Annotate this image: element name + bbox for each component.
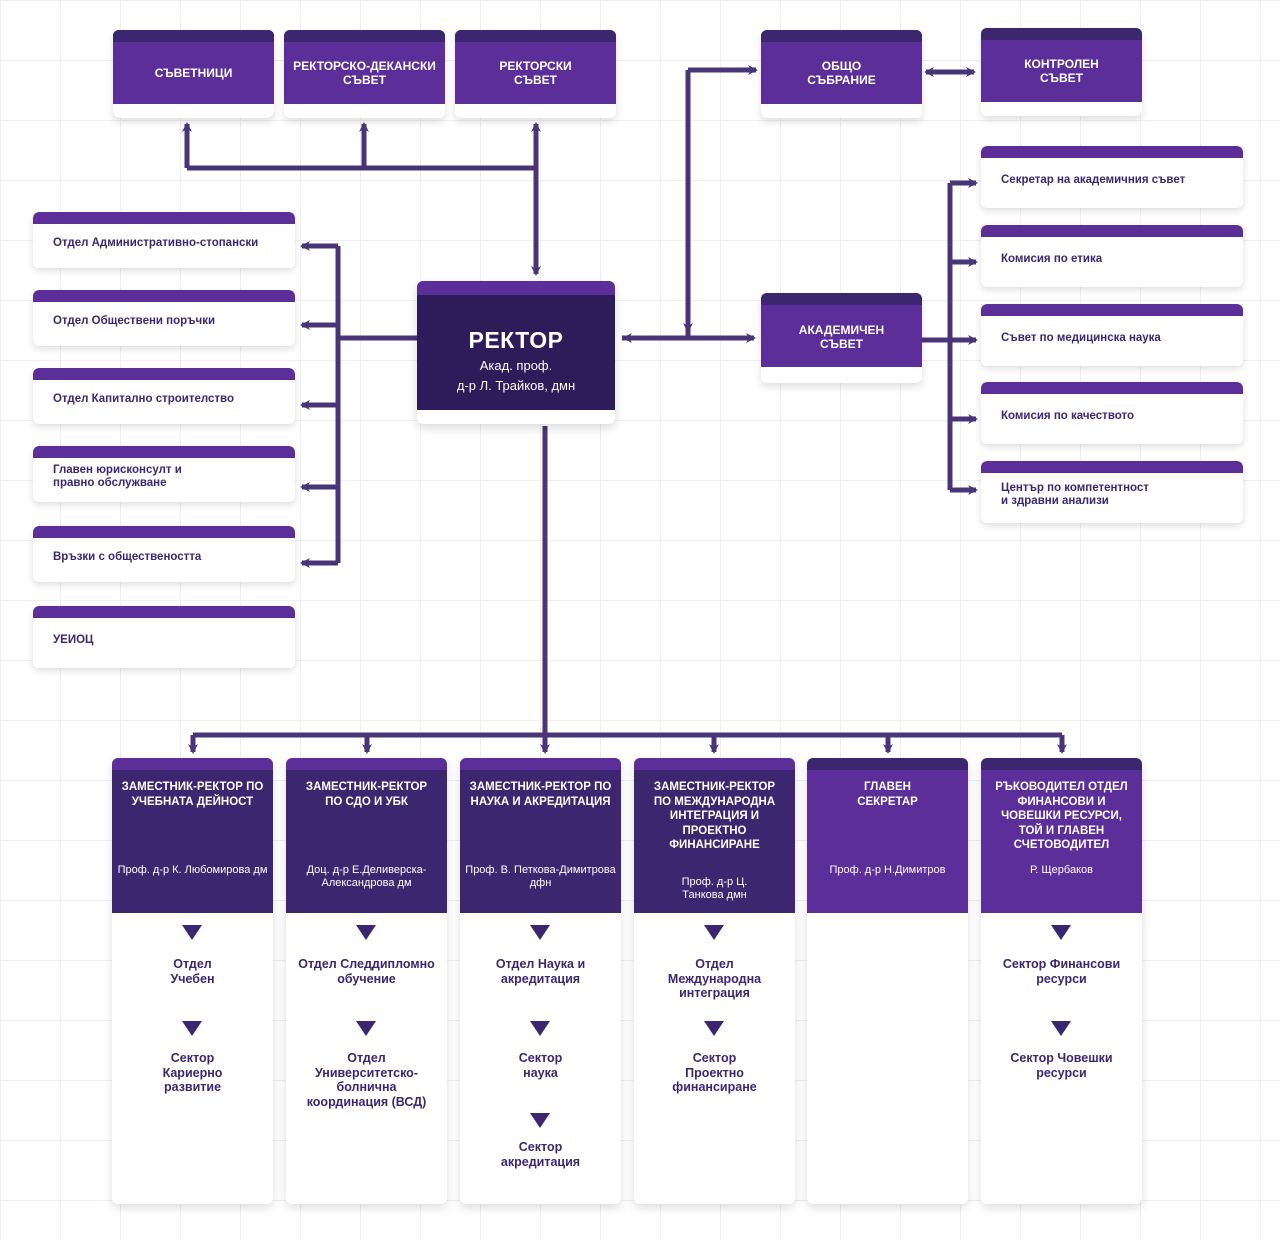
column-4-item-2: Сектор Проектно финансиране	[672, 1051, 757, 1094]
column-4-person: Проф. д-р Ц. Танкова дмн	[681, 876, 748, 901]
right-unit-1-label: Секретар на академичния съвет	[1001, 173, 1186, 186]
rector-council-box[interactable]: РЕКТОРСКИ СЪВЕТ	[455, 30, 616, 118]
column-3-item-3: Сектор акредитация	[500, 1140, 581, 1169]
left-dept-5-label: Връзки с обществеността	[53, 550, 202, 563]
column-3-title: ЗАМЕСТНИК-РЕКТОР ПО НАУКА И АКРЕДИТАЦИЯ	[469, 781, 612, 808]
advisors-label: СЪВЕТНИЦИ	[154, 66, 233, 80]
right-unit-3-label: Съвет по медицинска наука	[1001, 331, 1161, 344]
general-assembly-label: ОБЩО СЪБРАНИЕ	[807, 59, 876, 87]
column-6-title: РЪКОВОДИТЕЛ ОТДЕЛ ФИНАНСОВИ И ЧОВЕШКИ РЕ…	[995, 781, 1128, 851]
rector-line1: Акад. проф.	[479, 358, 553, 373]
column-3-person: Проф. В. Петкова-Димитрова дфн	[465, 864, 616, 889]
control-council-box[interactable]: КОНТРОЛЕН СЪВЕТ	[981, 28, 1142, 116]
column-vice-rector-international[interactable]: ЗАМЕСТНИК-РЕКТОР ПО МЕЖДУНАРОДНА ИНТЕГРА…	[634, 758, 795, 1204]
arrow-down-icon	[704, 1021, 724, 1036]
left-dept-1[interactable]: Отдел Административно-стопански	[33, 212, 295, 268]
left-dept-4[interactable]: Главен юрисконсулт и правно обслужване	[33, 446, 295, 502]
column-1-title: ЗАМЕСТНИК-РЕКТОР ПО УЧЕБНАТА ДЕЙНОСТ	[121, 781, 264, 808]
right-unit-2[interactable]: Комисия по етика	[981, 225, 1243, 287]
right-unit-4[interactable]: Комисия по качеството	[981, 382, 1243, 444]
column-2-item-1: Отдел Следдипломно обучение	[298, 957, 435, 986]
left-dept-2-label: Отдел Обществени поръчки	[53, 314, 216, 327]
left-dept-2[interactable]: Отдел Обществени поръчки	[33, 290, 295, 346]
left-dept-4-label: Главен юрисконсулт и правно обслужване	[53, 464, 182, 489]
arrow-down-icon	[530, 1021, 550, 1036]
column-5-person: Проф. д-р Н.Димитров	[829, 864, 946, 876]
column-2-title: ЗАМЕСТНИК-РЕКТОР ПО СДО И УБК	[305, 781, 428, 808]
general-assembly-box[interactable]: ОБЩО СЪБРАНИЕ	[761, 30, 922, 118]
column-2-item-2: Отдел Университетско-болнична координаци…	[306, 1051, 427, 1109]
column-3-item-1: Отдел Наука и акредитация	[495, 957, 586, 986]
arrow-down-icon	[530, 1113, 550, 1128]
left-dept-6[interactable]: УЕИОЦ	[33, 606, 295, 668]
column-chief-secretary[interactable]: ГЛАВЕН СЕКРЕТАР Проф. д-р Н.Димитров	[807, 758, 968, 1204]
column-1-person: Проф. д-р К. Любомирова дм	[117, 864, 268, 876]
right-unit-1[interactable]: Секретар на академичния съвет	[981, 146, 1243, 208]
left-dept-1-label: Отдел Административно-стопански	[53, 236, 259, 249]
right-unit-2-label: Комисия по етика	[1001, 252, 1103, 265]
column-1-item-1: Отдел Учебен	[170, 957, 215, 986]
rector-dean-council-label: РЕКТОРСКО-ДЕКАНСКИ СЪВЕТ	[293, 59, 436, 87]
arrow-down-icon	[704, 925, 724, 940]
arrow-down-icon	[182, 1021, 202, 1036]
rector-dean-council-box[interactable]: РЕКТОРСКО-ДЕКАНСКИ СЪВЕТ	[284, 30, 445, 118]
advisors-box[interactable]: СЪВЕТНИЦИ	[113, 30, 274, 118]
left-dept-3-label: Отдел Капитално строителство	[53, 392, 234, 405]
rector-box[interactable]: РЕКТОР Акад. проф. д-р Л. Трайков, дмн	[417, 281, 615, 424]
rector-title: РЕКТОР	[468, 327, 564, 353]
right-unit-5-label: Център по компетентност и здравни анализ…	[1001, 482, 1149, 507]
control-council-label: КОНТРОЛЕН СЪВЕТ	[1024, 57, 1099, 85]
arrow-down-icon	[530, 925, 550, 940]
right-unit-4-label: Комисия по качеството	[1001, 409, 1134, 422]
left-dept-6-label: УЕИОЦ	[53, 633, 94, 646]
column-1-item-2: Сектор Кариерно развитие	[162, 1051, 223, 1094]
column-finance-hr[interactable]: РЪКОВОДИТЕЛ ОТДЕЛ ФИНАНСОВИ И ЧОВЕШКИ РЕ…	[981, 758, 1142, 1204]
column-4-title: ЗАМЕСТНИК-РЕКТОР ПО МЕЖДУНАРОДНА ИНТЕГРА…	[653, 781, 776, 851]
column-6-person: Р. Щербаков	[1030, 864, 1093, 876]
arrow-down-icon	[356, 925, 376, 940]
column-5-title: ГЛАВЕН СЕКРЕТАР	[857, 781, 918, 808]
arrow-down-icon	[182, 925, 202, 940]
column-vice-rector-sdo[interactable]: ЗАМЕСТНИК-РЕКТОР ПО СДО И УБК Доц. д-р Е…	[286, 758, 447, 1204]
arrow-down-icon	[356, 1021, 376, 1036]
right-unit-5[interactable]: Център по компетентност и здравни анализ…	[981, 461, 1243, 523]
column-6-item-2: Сектор Човешки ресурси	[1010, 1051, 1113, 1080]
column-2-person: Доц. д-р Е.Деливерска-Александрова дм	[306, 864, 427, 889]
rector-council-label: РЕКТОРСКИ СЪВЕТ	[499, 59, 572, 87]
academic-council-label: АКАДЕМИЧЕН СЪВЕТ	[798, 323, 885, 351]
left-dept-3[interactable]: Отдел Капитално строителство	[33, 368, 295, 424]
arrow-down-icon	[1051, 925, 1071, 940]
left-dept-5[interactable]: Връзки с обществеността	[33, 526, 295, 582]
column-4-item-1: Отдел Международна интеграция	[667, 957, 762, 1000]
rector-line2: д-р Л. Трайков, дмн	[456, 378, 576, 393]
column-vice-rector-education[interactable]: ЗАМЕСТНИК-РЕКТОР ПО УЧЕБНАТА ДЕЙНОСТ Про…	[112, 758, 273, 1204]
column-6-item-1: Сектор Финансови ресурси	[1002, 957, 1121, 986]
arrow-down-icon	[1051, 1021, 1071, 1036]
right-unit-3[interactable]: Съвет по медицинска наука	[981, 304, 1243, 366]
column-3-item-2: Сектор наука	[518, 1051, 563, 1080]
column-vice-rector-science[interactable]: ЗАМЕСТНИК-РЕКТОР ПО НАУКА И АКРЕДИТАЦИЯ …	[460, 758, 621, 1204]
academic-council-box[interactable]: АКАДЕМИЧЕН СЪВЕТ	[761, 293, 922, 383]
